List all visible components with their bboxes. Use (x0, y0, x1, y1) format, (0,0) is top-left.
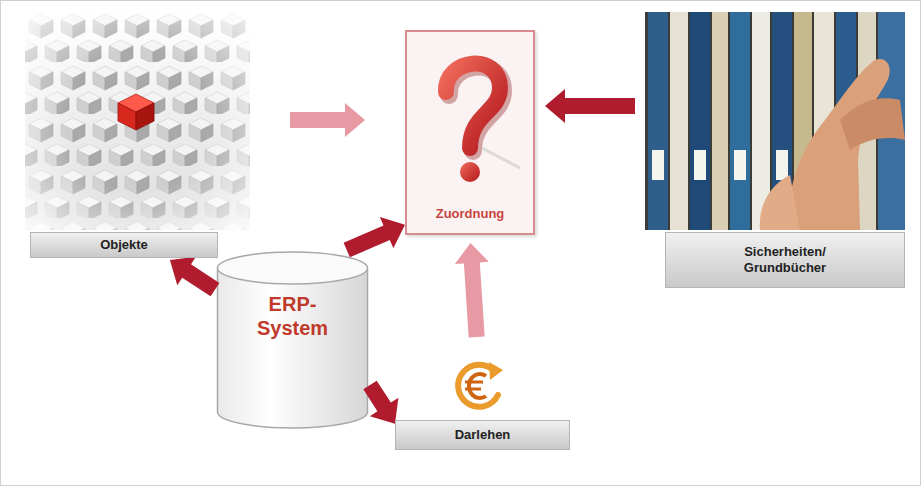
caption-text: Sicherheiten/ Grundbücher (725, 244, 845, 275)
assignment-box: Zuordnung (405, 30, 535, 235)
database-label: ERP- System (245, 292, 340, 430)
euro-icon (458, 362, 503, 407)
arrow-shape (290, 103, 365, 137)
picture-node: Objekte (25, 10, 250, 260)
caption-bar: Darlehen (395, 420, 570, 450)
picture-node: Sicherheiten/ Grundbücher (645, 10, 910, 288)
caption-bar: Objekte (30, 232, 218, 258)
arrow-shape (363, 381, 398, 424)
arrow-shape (170, 257, 220, 297)
question-mark-symbol (446, 64, 520, 182)
arrow-shape (455, 243, 489, 338)
caption-text: Darlehen (455, 427, 511, 443)
block-arrow (290, 103, 365, 137)
binder-shelf-photo (645, 12, 905, 230)
block-arrow (363, 381, 398, 424)
cube-grid-picture (25, 10, 250, 230)
caption-text: Objekte (100, 237, 148, 253)
box-label: Zuordnung (436, 206, 505, 221)
block-arrow (455, 243, 489, 338)
block-arrow (545, 89, 635, 123)
picture-node: Darlehen (395, 345, 570, 450)
database-cylinder (218, 252, 368, 428)
box-fill (405, 30, 535, 235)
block-arrow (344, 217, 405, 257)
arrow-shape (344, 217, 405, 257)
database-node: ERP- System (215, 250, 370, 430)
arrow-shape (545, 89, 635, 123)
caption-bar: Sicherheiten/ Grundbücher (665, 232, 905, 288)
block-arrow (170, 257, 220, 297)
